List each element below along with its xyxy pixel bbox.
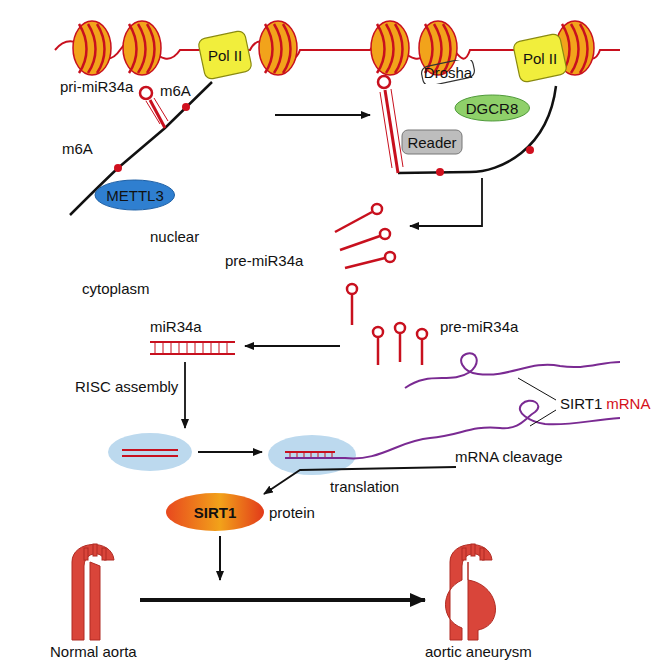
rna-label: pri-miR34a xyxy=(60,78,133,95)
gene-label: SIRT1 xyxy=(560,395,602,412)
node-label: Drosha xyxy=(424,64,472,81)
rna-label: pre-miR34a xyxy=(225,252,303,269)
gene-label: SIRT1 xyxy=(560,395,602,412)
rna-label: pre-miR34a xyxy=(440,318,518,335)
modification-label: m6A xyxy=(62,140,93,157)
protein-ellipse: SIRT1 xyxy=(165,492,265,532)
figure-caption: aortic aneurysm xyxy=(425,643,532,660)
dgcr8-box: DGCR8 xyxy=(454,94,531,122)
figure-caption: Normal aorta xyxy=(50,643,137,660)
modification-label: m6A xyxy=(62,140,93,157)
rna-type-label: mRNA xyxy=(606,395,650,412)
figure-caption: Normal aorta xyxy=(50,643,137,660)
rna-label: pre-miR34a xyxy=(440,318,518,335)
region-label: nuclear xyxy=(150,228,199,245)
step-label: RISC assembly xyxy=(75,378,178,395)
rna-label: miR34a xyxy=(150,318,202,335)
modification-label: m6A xyxy=(160,82,191,99)
step-label: RISC assembly xyxy=(75,378,178,395)
rna-type-label: mRNA xyxy=(606,395,650,412)
node-label: METTL3 xyxy=(106,187,164,204)
step-label: mRNA cleavage xyxy=(455,448,563,465)
sirt1-protein: SIRT1 protein xyxy=(165,492,315,532)
step-label: mRNA cleavage xyxy=(455,448,563,465)
protein-name: SIRT1 xyxy=(194,504,237,521)
node-label: DGCR8 xyxy=(466,100,519,117)
node-label: Pol II xyxy=(523,50,557,67)
node-label: Pol II xyxy=(208,47,242,64)
figure-caption: aortic aneurysm xyxy=(425,643,532,660)
node-label: Reader xyxy=(407,134,456,151)
rna-label: miR34a xyxy=(150,318,202,335)
rna-label: pri-miR34a xyxy=(60,78,133,95)
modification-label: m6A xyxy=(160,82,191,99)
drosha-box: Drosha xyxy=(416,60,480,84)
reader-box: Reader xyxy=(401,129,463,155)
step-label: translation xyxy=(330,478,399,495)
step-label: translation xyxy=(330,478,399,495)
rna-label: pre-miR34a xyxy=(225,252,303,269)
nucleus-region: nuclear METTL3 Pol II DroshaDGCR8Reader Pol … xyxy=(55,0,620,312)
polymerase-box: Pol II xyxy=(196,30,254,80)
polymerase-box: Pol II xyxy=(511,33,569,83)
mettl3-enzyme: METTL3 xyxy=(94,179,176,211)
protein-label: protein xyxy=(269,504,315,521)
region-label: cytoplasm xyxy=(82,280,150,297)
